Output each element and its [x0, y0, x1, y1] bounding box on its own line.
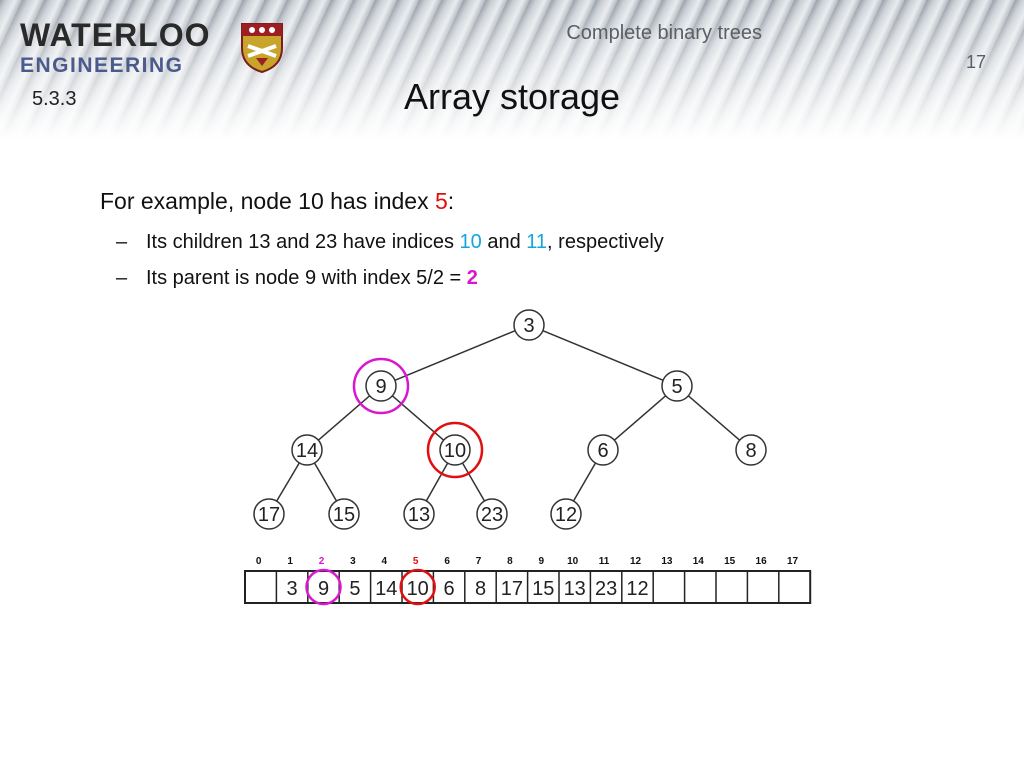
- tree-node-label: 6: [597, 440, 608, 462]
- tree-node-label: 5: [671, 376, 682, 398]
- array-index-label: 10: [567, 556, 579, 567]
- logo-subtitle: ENGINEERING: [20, 54, 184, 77]
- tree-node: [291, 434, 323, 466]
- tree-node: [253, 498, 285, 530]
- magenta-highlight-circle: [352, 357, 410, 415]
- tree-node: [513, 309, 545, 341]
- tree-node-label: 9: [375, 376, 386, 398]
- logo-wordmark: WATERLOO: [20, 17, 211, 53]
- tree-node: [476, 498, 508, 530]
- array-cell-value: 10: [407, 578, 429, 600]
- tree-edge: [391, 395, 445, 441]
- sub-bullet-parent: –Its parent is node 9 with index 5/2 = 2: [116, 267, 478, 290]
- array-index-label: 2: [319, 556, 325, 567]
- tree-node: [661, 370, 693, 402]
- topic-title: Complete binary trees: [566, 22, 762, 44]
- tree-edge: [687, 395, 741, 441]
- array-index-label: 7: [476, 556, 482, 567]
- array-index-label: 4: [382, 556, 388, 567]
- array-red-highlight-circle: [399, 568, 436, 606]
- array-cell-value: 9: [318, 578, 329, 600]
- university-crest-icon: [241, 23, 283, 74]
- tree-node-label: 8: [745, 440, 756, 462]
- sub-bullet-children: –Its children 13 and 23 have indices 10 …: [116, 231, 664, 254]
- array-index-label: 12: [630, 556, 642, 567]
- section-number: 5.3.3: [32, 88, 77, 110]
- bullet-main-suffix: :: [447, 188, 455, 214]
- tree-node-label: 3: [523, 315, 534, 337]
- array-index-label: 16: [756, 556, 768, 567]
- array-index-label: 13: [661, 556, 673, 567]
- array-index-label: 1: [287, 556, 293, 567]
- page-number: 17: [965, 52, 986, 72]
- array-index-label: 8: [507, 556, 513, 567]
- sub-bullet-dash: –: [116, 231, 128, 253]
- sub-bullet-index-10: 10: [459, 231, 482, 253]
- sub-bullet-children-suffix: , respectively: [547, 231, 664, 253]
- tree-edge: [317, 395, 371, 441]
- array-cell-value: 15: [532, 578, 554, 600]
- tree-node: [365, 370, 397, 402]
- tree-node: [403, 498, 435, 530]
- array-index-label: 3: [350, 556, 356, 567]
- tree-node: [439, 434, 471, 466]
- array-magenta-highlight-circle: [305, 568, 342, 606]
- header-background: [0, 0, 1024, 140]
- array-cell-value: 8: [475, 578, 486, 600]
- tree-edge: [313, 462, 338, 502]
- sub-bullet-children-text: Its children 13 and 23 have indices: [146, 231, 460, 253]
- bullet-main: For example, node 10 has index 5:: [100, 188, 454, 215]
- tree-node: [550, 498, 582, 530]
- sub-bullet-and: and: [481, 231, 527, 253]
- tree-node: [328, 498, 360, 530]
- tree-edge: [572, 462, 597, 502]
- array-cell-value: 13: [564, 578, 586, 600]
- tree-node-label: 14: [296, 440, 318, 462]
- array-index-label: 5: [413, 556, 419, 567]
- array-cell-value: 23: [595, 578, 617, 600]
- bullet-main-text: For example, node 10 has index: [100, 188, 435, 214]
- array-index-label: 6: [444, 556, 450, 567]
- sub-bullet-index-11: 11: [526, 231, 548, 253]
- array-cell-value: 14: [375, 578, 397, 600]
- tree-node-label: 17: [258, 504, 280, 526]
- tree-edge: [542, 330, 664, 381]
- tree-edge: [394, 330, 516, 381]
- tree-node-label: 12: [555, 504, 577, 526]
- waterloo-logo: WATERLOO ENGINEERING: [20, 18, 211, 78]
- sub-bullet-dash: –: [116, 267, 128, 289]
- sub-bullet-parent-index: 2: [466, 267, 478, 289]
- tree-edge: [613, 395, 667, 441]
- array-index-label: 15: [724, 556, 736, 567]
- tree-node: [587, 434, 619, 466]
- tree-node-label: 13: [408, 504, 430, 526]
- array-cell-value: 5: [349, 578, 360, 600]
- sub-bullet-parent-text: Its parent is node 9 with index 5/2 =: [146, 267, 467, 289]
- array-cell-value: 6: [444, 578, 455, 600]
- tree-node-label: 23: [481, 504, 503, 526]
- tree-node-label: 10: [444, 440, 466, 462]
- array-cell-value: 3: [287, 578, 298, 600]
- array-cell-value: 17: [501, 578, 523, 600]
- tree-edge: [276, 462, 300, 502]
- slide-title: Array storage: [403, 76, 621, 117]
- bullet-main-highlight: 5: [434, 188, 448, 214]
- tree-edge: [461, 462, 486, 502]
- array-cell-value: 12: [626, 578, 648, 600]
- array-index-label: 0: [256, 556, 262, 567]
- tree-edge: [425, 462, 449, 502]
- array-index-label: 9: [539, 556, 545, 567]
- array-index-label: 14: [693, 556, 705, 567]
- red-highlight-circle: [426, 421, 484, 479]
- tree-node: [735, 434, 767, 466]
- array-index-label: 17: [787, 556, 799, 567]
- tree-node-label: 15: [333, 504, 355, 526]
- array-index-label: 11: [599, 556, 610, 567]
